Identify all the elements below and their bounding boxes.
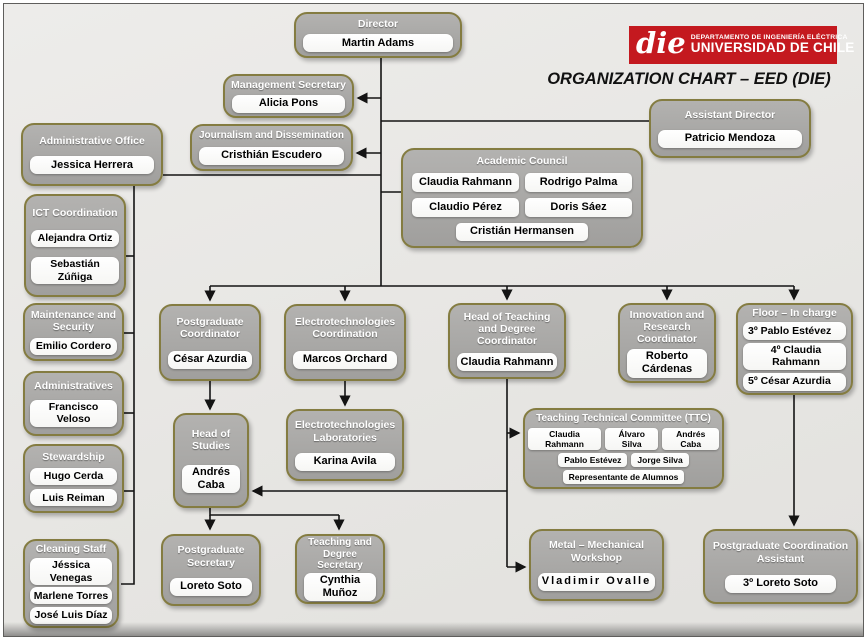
member-name: Hugo Cerda — [30, 467, 117, 485]
node-title: Head of Studies — [191, 427, 231, 452]
node-teaching-technical-committee: Teaching Technical Committee (TTC) Claud… — [523, 408, 724, 489]
ttc-members-row: Pablo Estévez Jorge Silva — [528, 453, 719, 468]
member-name: Marlene Torres — [30, 587, 112, 605]
member-name: Andrés Caba — [182, 465, 240, 494]
node-title: Electrotechnologies Laboratories — [294, 419, 396, 444]
node-title: Director — [357, 17, 399, 30]
member-name: Alejandra Ortiz — [31, 229, 119, 247]
node-innovation-research-coordinator: Innovation and Research Coordinator Robe… — [618, 303, 716, 383]
member-name: Jessica Herrera — [30, 156, 154, 175]
node-management-secretary: Management Secretary Alicia Pons — [223, 74, 354, 118]
member-name: Pablo Estévez — [558, 453, 628, 468]
member-name: Claudia Rahmann — [412, 173, 519, 193]
member-name: Patricio Mendoza — [658, 129, 802, 148]
node-title: Administratives — [34, 380, 113, 393]
member-name: Vladimir Ovalle — [538, 572, 655, 591]
member-name: Loreto Soto — [170, 577, 252, 596]
node-postgraduate-coordinator: Postgraduate Coordinator César Azurdia — [159, 304, 261, 381]
node-title: Maintenance and Security — [30, 309, 117, 334]
member-name: Roberto Cárdenas — [627, 349, 707, 378]
member-name: César Azurdia — [168, 350, 252, 369]
node-title: Postgraduate Coordinator — [176, 316, 244, 341]
member-name: Álvaro Silva — [605, 427, 659, 451]
die-logo: die DEPARTAMENTO DE INGENIERÍA ELÉCTRICA… — [629, 25, 854, 64]
member-name: Cristián Hermansen — [456, 222, 588, 241]
die-logo-caption: DEPARTAMENTO DE INGENIERÍA ELÉCTRICA UNI… — [691, 34, 855, 55]
member-name: 3º Pablo Estévez — [743, 322, 846, 341]
die-logo-text: die — [636, 25, 686, 60]
member-name: Claudio Pérez — [412, 198, 519, 218]
member-name: 3º Loreto Soto — [725, 574, 836, 593]
ttc-members-row: Claudia Rahmann Álvaro Silva Andrés Caba — [528, 427, 719, 451]
member-name: Jorge Silva — [631, 453, 689, 468]
node-assistant-director: Assistant Director Patricio Mendoza — [649, 99, 811, 158]
node-head-of-studies: Head of Studies Andrés Caba — [173, 413, 249, 508]
org-chart-slide: die DEPARTAMENTO DE INGENIERÍA ELÉCTRICA… — [3, 3, 864, 637]
member-name: José Luis Díaz — [30, 606, 112, 624]
node-stewardship: Stewardship Hugo Cerda Luis Reiman — [23, 444, 124, 513]
node-title: Cleaning Staff — [35, 543, 107, 556]
member-name: 4º Claudia Rahmann — [743, 342, 846, 371]
member-name: Rodrigo Palma — [525, 173, 632, 193]
node-title: Teaching and Degree Secretary — [308, 536, 372, 572]
member-name: Marcos Orchard — [293, 350, 397, 369]
node-postgraduate-secretary: Postgraduate Secretary Loreto Soto — [161, 534, 261, 606]
node-teaching-degree-secretary: Teaching and Degree Secretary Cynthia Mu… — [295, 534, 385, 604]
node-maintenance-security: Maintenance and Security Emilio Cordero — [23, 303, 124, 361]
node-head-teaching-degree-coordinator: Head of Teaching and Degree Coordinator … — [448, 303, 566, 379]
node-title: Journalism and Dissemination — [198, 130, 345, 142]
member-name: Andrés Caba — [662, 427, 719, 451]
logo-university-line: UNIVERSIDAD DE CHILE — [690, 40, 855, 56]
member-name: Cristhián Escudero — [199, 146, 344, 165]
member-name: Sebastián Zúñiga — [31, 257, 119, 285]
logo-department-line: DEPARTAMENTO DE INGENIERÍA ELÉCTRICA — [690, 34, 848, 42]
member-name: Alicia Pons — [232, 94, 345, 113]
node-metal-mechanical-workshop: Metal – Mechanical Workshop Vladimir Ova… — [529, 529, 664, 601]
member-name: Francisco Veloso — [30, 399, 117, 427]
node-title: Postgraduate Coordination Assistant — [712, 540, 849, 565]
node-administrative-office: Administrative Office Jessica Herrera — [21, 123, 163, 186]
page-title: ORGANIZATION CHART – EED (DIE) — [547, 70, 831, 88]
node-title: Assistant Director — [684, 109, 776, 122]
member-name: Representante de Alumnos — [562, 469, 685, 484]
member-name: Emilio Cordero — [30, 337, 117, 355]
node-director: Director Martin Adams — [294, 12, 462, 58]
node-title: Metal – Mechanical Workshop — [548, 539, 645, 564]
node-title: Postgraduate Secretary — [177, 544, 245, 569]
member-name: Claudia Rahmann — [528, 427, 602, 451]
node-administratives: Administratives Francisco Veloso — [23, 371, 124, 436]
council-members-grid: Claudia Rahmann Rodrigo Palma Claudio Pé… — [412, 173, 632, 218]
node-floor-in-charge: Floor – In charge 3º Pablo Estévez 4º Cl… — [736, 303, 853, 395]
member-name: Luis Reiman — [30, 489, 117, 507]
node-title: Innovation and Research Coordinator — [629, 308, 705, 346]
node-title: Stewardship — [42, 450, 105, 463]
node-title: Management Secretary — [231, 79, 346, 92]
node-title: Administrative Office — [39, 134, 145, 147]
node-academic-council: Academic Council Claudia Rahmann Rodrigo… — [401, 148, 643, 248]
node-title: Academic Council — [476, 155, 568, 168]
node-journalism-dissemination: Journalism and Dissemination Cristhián E… — [190, 124, 353, 171]
member-name: Cynthia Muñoz — [304, 572, 376, 602]
node-title: Teaching Technical Committee (TTC) — [536, 412, 711, 424]
node-ict-coordination: ICT Coordination Alejandra Ortiz Sebasti… — [24, 194, 126, 297]
member-name: Doris Sáez — [525, 198, 632, 218]
node-title: Floor – In charge — [752, 307, 837, 320]
node-title: Electrotechnologies Coordination — [294, 316, 396, 341]
ttc-members-row: Representante de Alumnos — [528, 469, 719, 484]
node-postgraduate-coordination-assistant: Postgraduate Coordination Assistant 3º L… — [703, 529, 858, 604]
node-cleaning-staff: Cleaning Staff Jéssica Venegas Marlene T… — [23, 539, 119, 628]
node-electrotechnologies-coordination: Electrotechnologies Coordination Marcos … — [284, 304, 406, 381]
member-name: Martin Adams — [303, 34, 453, 53]
node-title: ICT Coordination — [32, 206, 118, 219]
member-name: 5º César Azurdia — [743, 372, 846, 391]
member-name: Jéssica Venegas — [30, 557, 112, 586]
member-name: Karina Avila — [295, 452, 395, 471]
node-title: Head of Teaching and Degree Coordinator — [463, 310, 551, 348]
member-name: Claudia Rahmann — [457, 353, 557, 372]
node-electrotechnologies-laboratories: Electrotechnologies Laboratories Karina … — [286, 409, 404, 481]
